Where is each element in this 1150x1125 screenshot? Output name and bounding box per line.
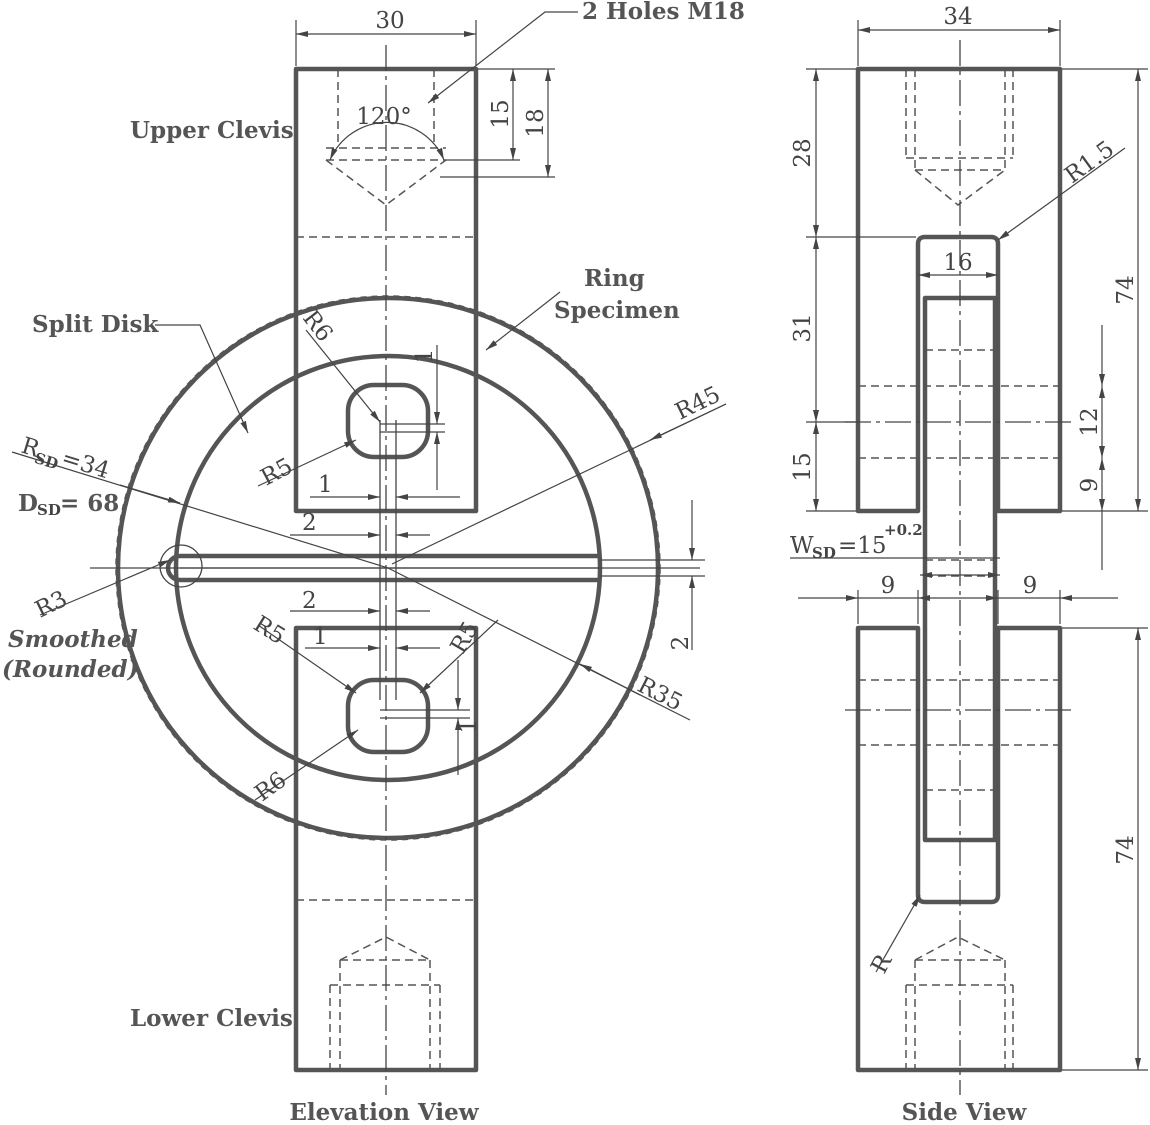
dim-1-vert-bot: 1	[456, 719, 482, 734]
dim-9-left: 9	[881, 573, 896, 599]
r35-arrow	[579, 663, 641, 696]
rsd-leader	[11, 451, 389, 569]
ring-specimen-leader	[485, 291, 561, 351]
dim-r1-5: R1.5	[1060, 136, 1119, 189]
label-side-view: Side View	[902, 1099, 1028, 1125]
dim-r45: R45	[671, 382, 724, 426]
label-wsd: W SD =15 +0.2	[790, 521, 923, 562]
dim-15-side: 15	[790, 452, 816, 481]
dim-r3: R3	[31, 586, 71, 623]
dim-depth-15: 15	[488, 99, 514, 128]
side-lower-clevis	[855, 625, 1063, 1073]
dim-r35: R35	[633, 672, 686, 716]
dim-1-bot-h: 1	[313, 624, 328, 650]
dim-16: 16	[943, 250, 972, 276]
lower-pin-hole	[345, 677, 431, 755]
dim-28: 28	[790, 138, 816, 167]
dim-r5-bot-right: R5	[446, 617, 484, 658]
wsd-tol: +0.2	[884, 521, 923, 539]
elevation-view: 30 15 18 120° 2 Holes M18 R6 1 R5 1 2	[2, 0, 745, 1125]
split-disk-leader	[155, 324, 249, 434]
wsd-value: =15	[838, 533, 887, 559]
angle-120-arc	[329, 121, 445, 161]
dim-9-right: 9	[1023, 573, 1038, 599]
dim-2-bottom: 2	[302, 588, 317, 614]
dim-width-34: 34	[943, 4, 972, 30]
dim-12: 12	[1077, 407, 1103, 436]
r-side-leader	[875, 894, 921, 973]
dsd-value: = 68	[60, 490, 119, 517]
r5-left-leader	[257, 439, 357, 487]
label-dsd: D SD = 68	[18, 490, 119, 519]
dim-width-30: 30	[375, 8, 404, 34]
dim-r5-bot-left: R5	[249, 611, 290, 650]
wsd-sub: SD	[812, 544, 836, 562]
side-lower-hole-cone	[914, 936, 1006, 961]
dim-2-right: 2	[668, 636, 694, 651]
r1-5-leader	[997, 147, 1126, 241]
dsd-sub: SD	[37, 501, 61, 519]
dim-9-vert: 9	[1077, 478, 1103, 493]
wsd-main: W	[790, 533, 814, 559]
dim-depth-18: 18	[523, 108, 549, 137]
lower-hole-cone	[339, 936, 431, 961]
side-upper-hole-cone	[914, 169, 1006, 206]
r3-leader	[39, 559, 171, 616]
upper-hole-cone	[325, 159, 447, 206]
dim-74-top: 74	[1113, 275, 1139, 304]
dim-1-vert-top: 1	[412, 349, 438, 364]
r45-arrow	[649, 403, 727, 441]
label-elevation-view: Elevation View	[289, 1099, 479, 1125]
side-view: 34 28 31 15 74 12 9 R1.5 16 W	[790, 4, 1148, 1125]
label-specimen: Specimen	[554, 297, 680, 324]
dim-r6-bottom: R6	[250, 767, 291, 807]
r6-bot-leader	[254, 729, 359, 801]
r6-top-leader	[305, 329, 381, 423]
label-ring: Ring	[584, 265, 645, 292]
r5-bot-left-leader	[257, 624, 357, 694]
upper-pin-hole	[345, 382, 431, 460]
label-holes-m18: 2 Holes M18	[582, 0, 745, 25]
r5-bot-right-leader	[419, 619, 499, 694]
label-upper-clevis: Upper Clevis	[130, 117, 294, 144]
dim-r-side: R	[866, 950, 897, 978]
dim-2-top: 2	[302, 510, 317, 536]
rsd-arrow	[119, 484, 181, 504]
rsd-sub: SD	[32, 449, 60, 473]
side-upper-clevis	[855, 66, 1063, 514]
label-lower-clevis: Lower Clevis	[130, 1005, 293, 1032]
dim-74-bottom: 74	[1113, 835, 1139, 864]
holes-leader	[427, 11, 578, 104]
dsd-main: D	[18, 490, 38, 517]
dim-angle-120: 120°	[356, 104, 411, 130]
rsd-value: =34	[58, 445, 112, 484]
label-smoothed: Smoothed	[8, 626, 138, 653]
label-rsd: R SD =34	[18, 433, 112, 484]
dim-r5-left: R5	[257, 453, 297, 491]
label-split-disk: Split Disk	[32, 311, 159, 338]
dim-1-top-h: 1	[318, 472, 333, 498]
label-rounded: (Rounded)	[2, 656, 138, 683]
dim-31: 31	[790, 313, 816, 342]
